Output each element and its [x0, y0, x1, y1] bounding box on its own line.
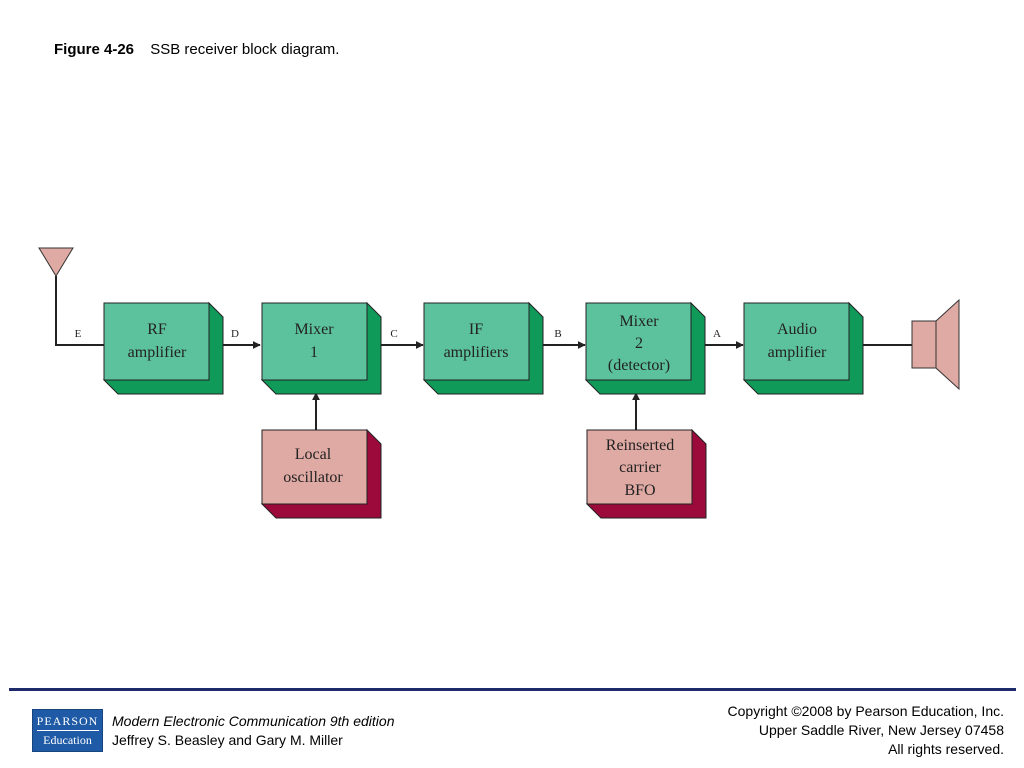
local-oscillator-block: Local oscillator	[260, 428, 382, 519]
antenna-icon	[38, 247, 74, 345]
signal-label-b: B	[554, 328, 561, 340]
if-amplifiers-line-2: amplifiers	[444, 344, 509, 361]
signal-label-e: E	[75, 328, 82, 340]
mixer-2-detector-block: Mixer 2 (detector)	[584, 301, 706, 395]
audio-amplifier-block: Audio amplifier	[742, 301, 864, 395]
bfo-line-2: carrier	[619, 459, 661, 476]
rf-amplifier-line-1: RF	[147, 321, 167, 338]
speaker-magnet	[911, 320, 937, 369]
book-title: Modern Electronic Communication 9th edit…	[112, 713, 395, 729]
mixer-1-line-2: 1	[310, 344, 318, 361]
mixer-1-line-1: Mixer	[294, 321, 334, 338]
speaker-cone	[935, 298, 960, 391]
local-oscillator-line-1: Local	[295, 446, 332, 463]
if-amplifiers-block: IF amplifiers	[422, 301, 544, 395]
copyright-line-3: All rights reserved.	[888, 741, 1004, 757]
signal-label-c: C	[390, 328, 397, 340]
figure-number: Figure 4-26	[54, 41, 135, 58]
figure-caption: Figure 4-26 SSB receiver block diagram.	[54, 41, 339, 58]
mixer-1-block: Mixer 1	[260, 301, 382, 395]
logo-bottom-text: Education	[43, 733, 92, 747]
rf-amplifier-line-2: amplifier	[128, 344, 187, 361]
mixer-2-line-2: 2	[635, 335, 643, 352]
if-amplifiers-line-1: IF	[469, 321, 483, 338]
signal-label-d: D	[231, 328, 239, 340]
antenna-symbol	[38, 247, 74, 277]
logo-separator	[36, 730, 99, 731]
figure-title: SSB receiver block diagram.	[150, 41, 340, 58]
mixer-2-line-3: (detector)	[608, 357, 670, 374]
logo-top-text: PEARSON	[36, 714, 99, 728]
copyright-line-1: Copyright ©2008 by Pearson Education, In…	[727, 703, 1004, 719]
mixer-2-line-1: Mixer	[619, 313, 659, 330]
audio-amplifier-line-1: Audio	[777, 321, 817, 338]
book-info: Modern Electronic Communication 9th edit…	[112, 712, 394, 750]
local-oscillator-line-2: oscillator	[283, 469, 343, 486]
signal-paths	[55, 341, 912, 430]
bfo-line-1: Reinserted	[606, 437, 674, 454]
bfo-line-3: BFO	[624, 482, 655, 499]
book-authors: Jeffrey S. Beasley and Gary M. Miller	[112, 732, 343, 748]
copyright-line-2: Upper Saddle River, New Jersey 07458	[758, 722, 1004, 738]
rf-amplifier-block: RF amplifier	[102, 301, 224, 395]
audio-amplifier-line-2: amplifier	[768, 344, 827, 361]
pearson-education-logo: PEARSON Education	[32, 709, 103, 752]
signal-label-a: A	[713, 328, 721, 340]
bfo-block: Reinserted carrier BFO	[585, 428, 707, 519]
speaker-icon	[911, 298, 960, 391]
footer-divider	[9, 688, 1016, 691]
copyright-notice: Copyright ©2008 by Pearson Education, In…	[728, 702, 1004, 759]
